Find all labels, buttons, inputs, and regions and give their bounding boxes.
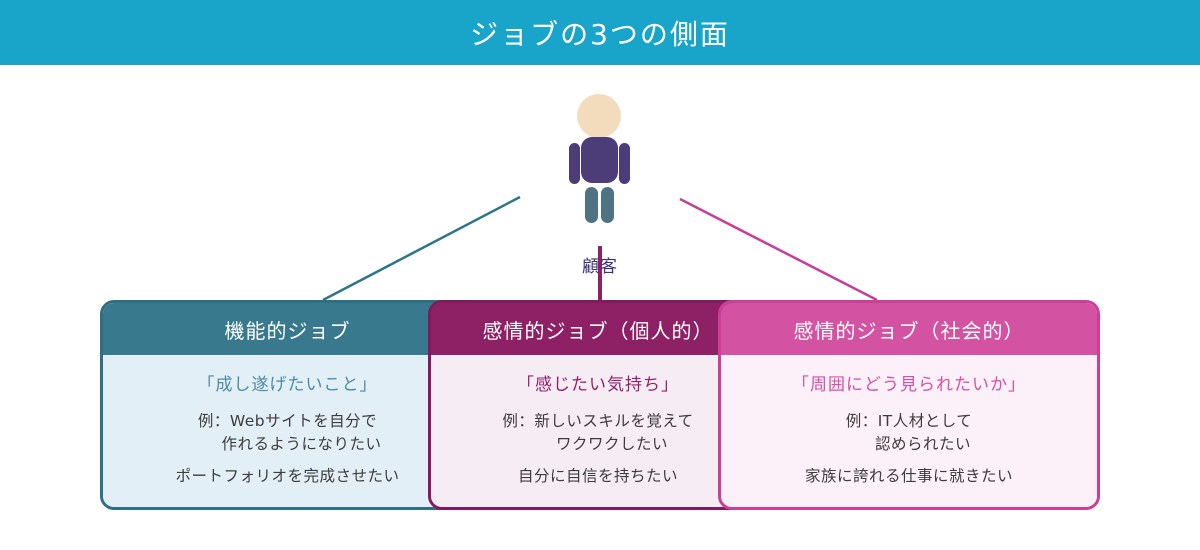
card-subtitle: 「周囲にどう見られたいか」 <box>792 375 1026 395</box>
card-title: 機能的ジョブ <box>224 318 351 343</box>
card-functional-job-body: 「成し遂げたいこと」 例：Webサイトを自分で 作れるようになりたい ポートフォ… <box>103 355 472 507</box>
card-functional-job: 機能的ジョブ 「成し遂げたいこと」 例：Webサイトを自分で 作れるようになりた… <box>100 300 475 510</box>
example-line: 作れるようになりたい <box>221 435 382 453</box>
card-emotional-personal-job: 感情的ジョブ（個人的） 「感じたい気持ち」 例：新しいスキルを覚えて ワクワクし… <box>428 300 768 510</box>
example-line: 自分に自信を持ちたい <box>517 467 678 485</box>
card-emotional-social-job-header: 感情的ジョブ（社会的） <box>721 303 1097 355</box>
title-bar: ジョブの3つの側面 <box>0 0 1200 65</box>
person-head <box>577 94 621 138</box>
example-line: 例：新しいスキルを覚えて <box>502 412 694 430</box>
connector-line-functional <box>322 195 521 302</box>
card-emotional-personal-job-header: 感情的ジョブ（個人的） <box>431 303 765 355</box>
card-subtitle: 「感じたい気持ち」 <box>517 375 679 395</box>
card-emotional-social-job-body: 「周囲にどう見られたいか」 例：IT人材として 認められたい 家族に誇れる仕事に… <box>721 355 1097 507</box>
card-functional-job-header: 機能的ジョブ <box>103 303 472 355</box>
person-icon <box>569 94 630 223</box>
example-line: 家族に誇れる仕事に就きたい <box>804 467 1013 485</box>
person-left-leg <box>585 187 598 223</box>
example-line: 例：Webサイトを自分で <box>197 412 378 430</box>
example-line: 例：IT人材として <box>845 412 973 430</box>
person-right-arm <box>619 143 630 184</box>
person-torso <box>581 137 618 183</box>
card-subtitle: 「成し遂げたいこと」 <box>197 375 378 395</box>
connector-line-emotional-social <box>679 197 878 302</box>
example-line: ワクワクしたい <box>555 435 668 453</box>
card-title: 感情的ジョブ（個人的） <box>482 318 714 343</box>
person-left-arm <box>569 143 580 184</box>
person-right-leg <box>601 187 614 223</box>
example-line: ポートフォリオを完成させたい <box>175 467 400 485</box>
card-title: 感情的ジョブ（社会的） <box>793 318 1025 343</box>
customer-label: 顧客 <box>582 257 618 277</box>
example-line: 認められたい <box>874 435 971 453</box>
card-emotional-social-job: 感情的ジョブ（社会的） 「周囲にどう見られたいか」 例：IT人材として 認められ… <box>718 300 1100 510</box>
card-emotional-personal-job-body: 「感じたい気持ち」 例：新しいスキルを覚えて ワクワクしたい 自分に自信を持ちた… <box>431 355 765 507</box>
page-title: ジョブの3つの側面 <box>470 17 730 51</box>
